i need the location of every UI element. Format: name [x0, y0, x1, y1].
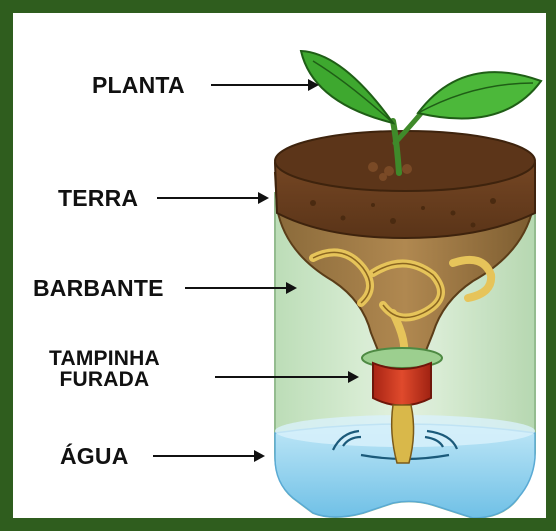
arrow-planta [211, 84, 317, 86]
label-tampinha-furada: TAMPINHA FURADA [49, 348, 160, 390]
arrow-barbante [185, 287, 295, 289]
arrow-tampinha [215, 376, 357, 378]
arrow-agua [153, 455, 263, 457]
label-planta: PLANTA [92, 74, 185, 96]
label-barbante: BARBANTE [33, 277, 164, 299]
label-tampinha-line1: TAMPINHA [49, 347, 160, 370]
arrow-terra [157, 197, 267, 199]
wick-string [392, 405, 414, 463]
label-agua: ÁGUA [60, 445, 129, 467]
label-terra: TERRA [58, 187, 138, 209]
label-tampinha-line2: FURADA [60, 368, 150, 391]
bottle-cap [362, 348, 442, 406]
